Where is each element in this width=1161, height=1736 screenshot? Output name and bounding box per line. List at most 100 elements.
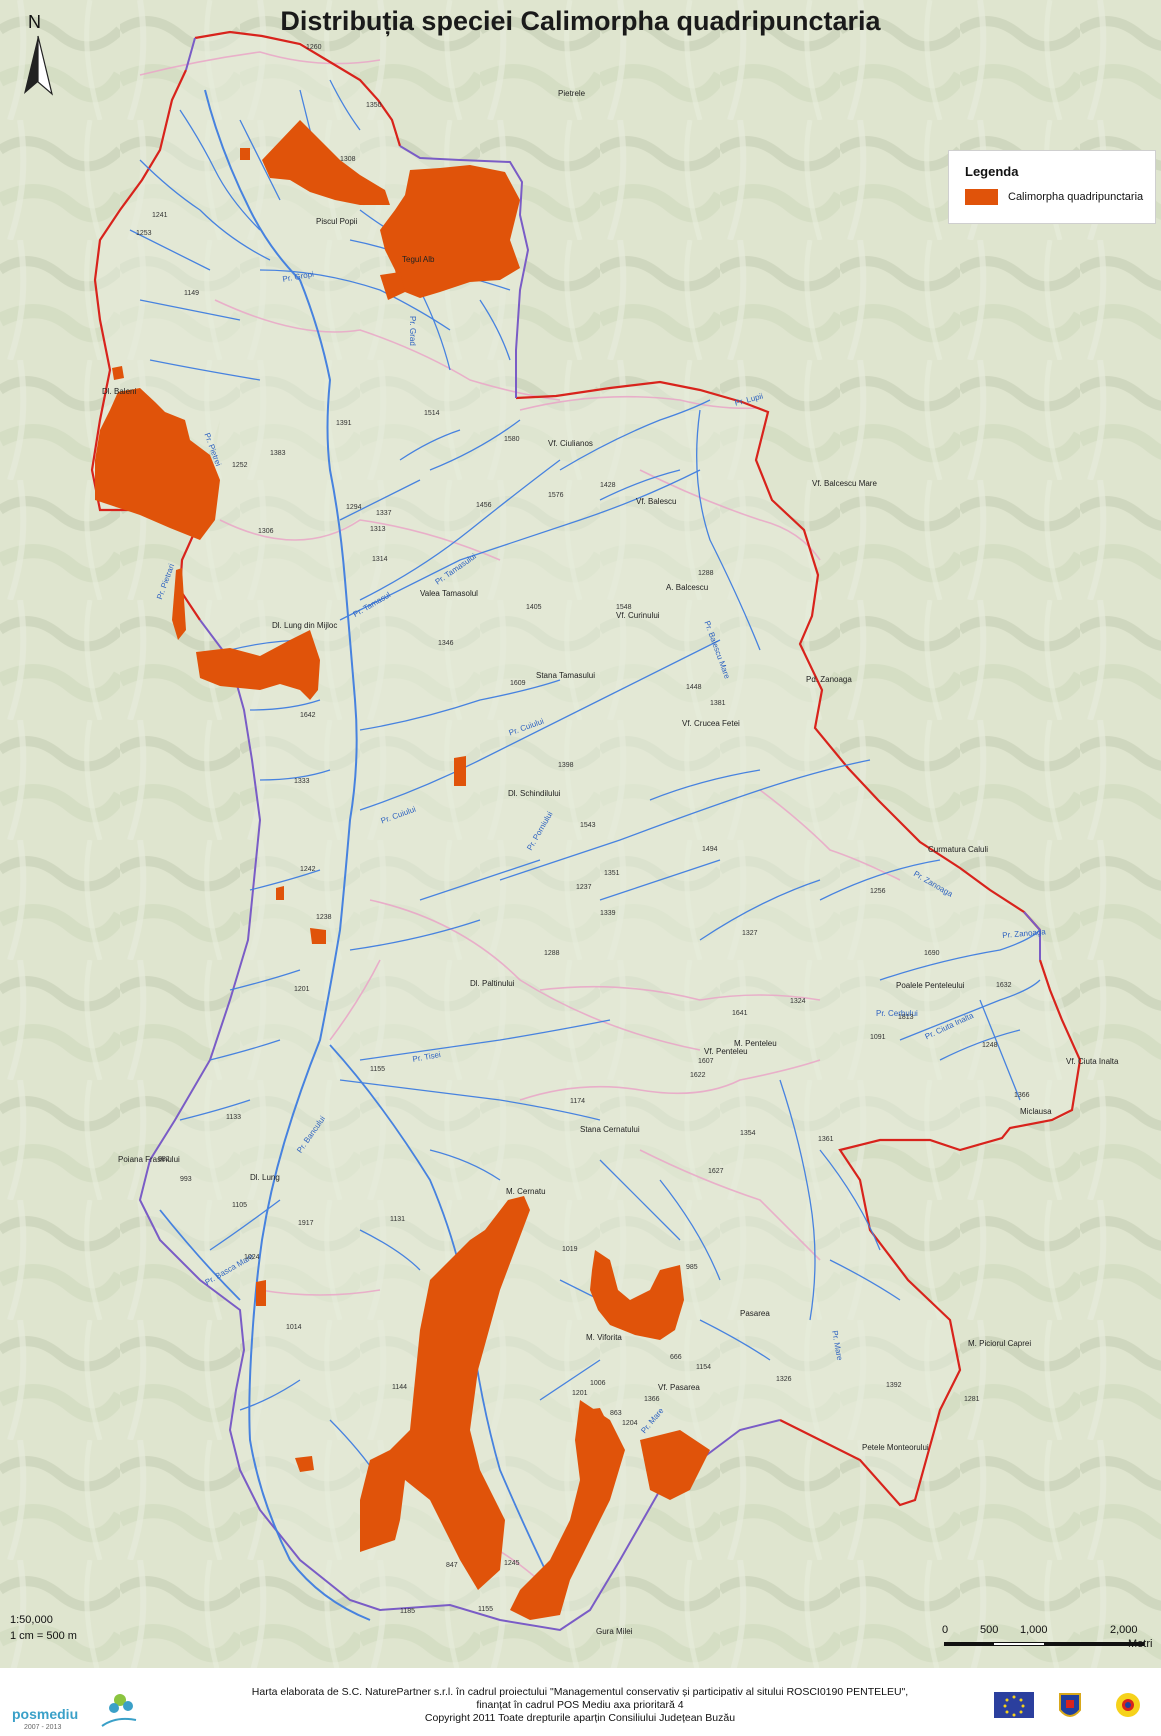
map-credit: Harta elaborata de S.C. NaturePartner s.… xyxy=(170,1686,990,1725)
elevation-label: 863 xyxy=(610,1410,622,1417)
elevation-label: 1366 xyxy=(1014,1092,1030,1099)
elevation-label: 1346 xyxy=(438,640,454,647)
elevation-label: 1256 xyxy=(870,888,886,895)
north-arrow-icon xyxy=(24,35,54,96)
species-polygon xyxy=(310,928,326,944)
roads xyxy=(139,51,901,1601)
place-label: Vf. Curinului xyxy=(616,611,660,620)
elevation-label: 1144 xyxy=(392,1384,408,1391)
elevation-label: 1154 xyxy=(696,1364,712,1371)
credit-line: finanțat în cadrul POS Mediu axa priorit… xyxy=(476,1699,684,1711)
species-polygon xyxy=(112,366,124,380)
place-label: Pd. Zanoaga xyxy=(806,675,852,684)
elevation-label: 1252 xyxy=(232,462,248,469)
elevation-label: 1155 xyxy=(478,1606,494,1613)
elevation-label: 1609 xyxy=(510,680,526,687)
elevation-label: 1149 xyxy=(184,290,200,297)
place-label: Vf. Pasarea xyxy=(658,1383,700,1392)
place-label: Pietrele xyxy=(558,89,586,98)
elevation-label: 1813 xyxy=(898,1014,914,1021)
posmediu-period: 2007 - 2013 xyxy=(24,1724,62,1731)
elevation-label: 1238 xyxy=(316,914,332,921)
elevation-label: 1580 xyxy=(504,436,520,443)
study-area-fill xyxy=(92,32,1080,1630)
place-label: Tegul Alb xyxy=(402,255,435,264)
elevation-label: 1642 xyxy=(300,712,316,719)
place-label: M. Viforita xyxy=(586,1333,622,1342)
place-label: Curmatura Caluli xyxy=(928,845,989,854)
species-polygon xyxy=(196,630,320,700)
elevation-label: 1201 xyxy=(572,1390,588,1397)
scale-equivalence: 1 cm = 500 m xyxy=(10,1630,77,1642)
place-label: Vf. Crucea Fetei xyxy=(682,719,740,728)
elevation-label: 1641 xyxy=(732,1010,748,1017)
species-polygon xyxy=(510,1400,625,1620)
scale-tick-1000: 1,000 xyxy=(1020,1624,1048,1636)
elevation-label: 1326 xyxy=(776,1376,792,1383)
river-label: Pr. Grad xyxy=(408,316,417,346)
elevation-label: 1456 xyxy=(476,502,492,509)
species-polygon xyxy=(380,165,520,298)
elevation-label: 1354 xyxy=(740,1130,756,1137)
elevation-label: 1381 xyxy=(710,700,726,707)
instrumente-structurale-icon xyxy=(1116,1693,1140,1717)
elevation-label: 1327 xyxy=(742,930,758,937)
place-label: A. Balcescu xyxy=(666,583,709,592)
elevation-label: 1627 xyxy=(708,1168,724,1175)
elevation-label: 1366 xyxy=(644,1396,660,1403)
elevation-label: 1333 xyxy=(294,778,310,785)
species-polygon xyxy=(262,120,390,205)
species-polygon xyxy=(590,1250,684,1340)
place-label: Pasarea xyxy=(740,1309,770,1318)
elevation-label: 1392 xyxy=(886,1382,902,1389)
species-polygon xyxy=(240,148,250,160)
scale-ratio: 1:50,000 xyxy=(10,1614,53,1626)
elevation-label: 985 xyxy=(686,1264,698,1271)
elevation-label: 1351 xyxy=(604,870,620,877)
elevation-label: 1105 xyxy=(232,1202,248,1209)
scale-unit: Metri xyxy=(1128,1638,1153,1650)
place-label: Vf. Balcescu Mare xyxy=(812,479,877,488)
place-label: Piscul Popii xyxy=(316,217,358,226)
elevation-label: 1632 xyxy=(996,982,1012,989)
place-label: Vf. Ciuta Inalta xyxy=(1066,1057,1119,1066)
elevation-label: 1313 xyxy=(370,526,386,533)
elevation-label: 1350 xyxy=(366,102,382,109)
species-polygon xyxy=(256,1280,266,1306)
elevation-label: 1019 xyxy=(562,1246,578,1253)
elevation-label: 1131 xyxy=(390,1216,406,1223)
elevation-label: 1253 xyxy=(136,230,152,237)
scale-tick-0: 0 xyxy=(942,1624,949,1636)
place-label: Dl. Schindilului xyxy=(508,789,561,798)
elevation-label: 1398 xyxy=(558,762,574,769)
elevation-label: 1543 xyxy=(580,822,596,829)
elevation-label: 1405 xyxy=(526,604,542,611)
romania-coat-of-arms-icon xyxy=(1059,1693,1081,1717)
species-polygon xyxy=(172,568,186,640)
footer xyxy=(0,1668,1161,1736)
place-label: Petele Monteorului xyxy=(862,1443,929,1452)
species-polygon xyxy=(95,388,220,540)
place-label: Miclausa xyxy=(1020,1107,1052,1116)
map-title: Distribuția speciei Calimorpha quadripun… xyxy=(280,6,881,36)
elevation-label: 1288 xyxy=(544,950,560,957)
place-label: M. Piciorul Caprei xyxy=(968,1339,1032,1348)
posmediu-logo: posmediu xyxy=(12,1706,79,1722)
elevation-label: 1294 xyxy=(346,504,362,511)
elevation-label: 1428 xyxy=(600,482,616,489)
species-areas xyxy=(95,120,710,1620)
elevation-label: 1339 xyxy=(600,910,616,917)
place-label: Vf. Penteleu xyxy=(704,1047,748,1056)
elevation-label: 1201 xyxy=(294,986,310,993)
species-polygon xyxy=(640,1430,710,1500)
elevation-label: 1576 xyxy=(548,492,564,499)
species-polygon xyxy=(380,272,405,300)
place-label: Stana Cernatului xyxy=(580,1125,640,1134)
credit-line: Copyright 2011 Toate drepturile aparțin … xyxy=(424,1712,736,1724)
elevation-label: 1014 xyxy=(286,1324,302,1331)
eu-flag-icon xyxy=(994,1692,1034,1718)
elevation-label: 1494 xyxy=(702,846,718,853)
place-label: Vf. Ciulianos xyxy=(548,439,593,448)
elevation-label: 1337 xyxy=(376,510,392,517)
elevation-label: 1248 xyxy=(982,1042,998,1049)
